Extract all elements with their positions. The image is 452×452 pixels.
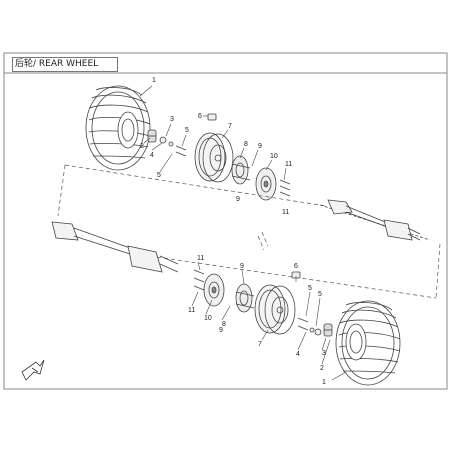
page-title: 后轮/ REAR WHEEL [15,59,99,69]
callout-5: 5 [185,127,189,134]
callout-6: 6 [294,263,298,270]
callout-11: 11 [197,255,204,262]
upper-tire [85,85,151,171]
lower-tire [335,300,401,386]
callout-7: 7 [258,341,262,348]
front-direction-arrow-icon [21,359,45,381]
lower-hub-nut [323,323,333,337]
upper-axle [319,199,431,241]
upper-callouts: 1 2 3 4 5 5 6 7 8 9 9 10 11 11 [140,77,292,216]
assembly-guides [57,164,441,299]
callout-9: 9 [240,263,244,270]
upper-hub [231,155,251,185]
callout-11b: 11 [188,307,195,314]
page-border [3,52,448,390]
lower-hub [235,283,255,313]
callout-4: 4 [150,152,154,159]
callout-1: 1 [322,379,326,386]
lower-callouts: 1 2 3 4 5 5 6 7 8 9 9 10 11 11 [188,255,326,386]
upper-rim [194,132,234,183]
callout-11b: 11 [282,209,289,216]
callout-5b: 5 [157,172,161,179]
upper-hub-nut [147,129,157,143]
upper-brake-disc [255,167,277,201]
callout-3: 3 [322,350,326,357]
callout-11: 11 [285,161,292,168]
callout-8: 8 [244,141,248,148]
callout-10: 10 [270,153,278,160]
callout-1: 1 [152,77,156,84]
leader-lines [139,85,347,381]
callout-2: 2 [320,365,324,372]
lower-brake-disc [203,273,225,307]
callout-9b: 9 [236,196,240,203]
callout-2: 2 [140,143,144,150]
callout-10: 10 [204,315,212,322]
callout-3: 3 [170,116,174,123]
callout-5b: 5 [318,291,322,298]
lower-axle [51,221,179,273]
callout-4: 4 [296,351,300,358]
upper-assembly [85,85,431,241]
callout-7: 7 [228,123,232,130]
lower-rim [254,284,296,335]
callout-9b: 9 [219,327,223,334]
callout-6: 6 [198,113,202,120]
callout-9: 9 [258,143,262,150]
callout-5: 5 [308,285,312,292]
callout-8: 8 [222,321,226,328]
title-box [12,57,118,72]
lower-assembly [51,221,401,386]
